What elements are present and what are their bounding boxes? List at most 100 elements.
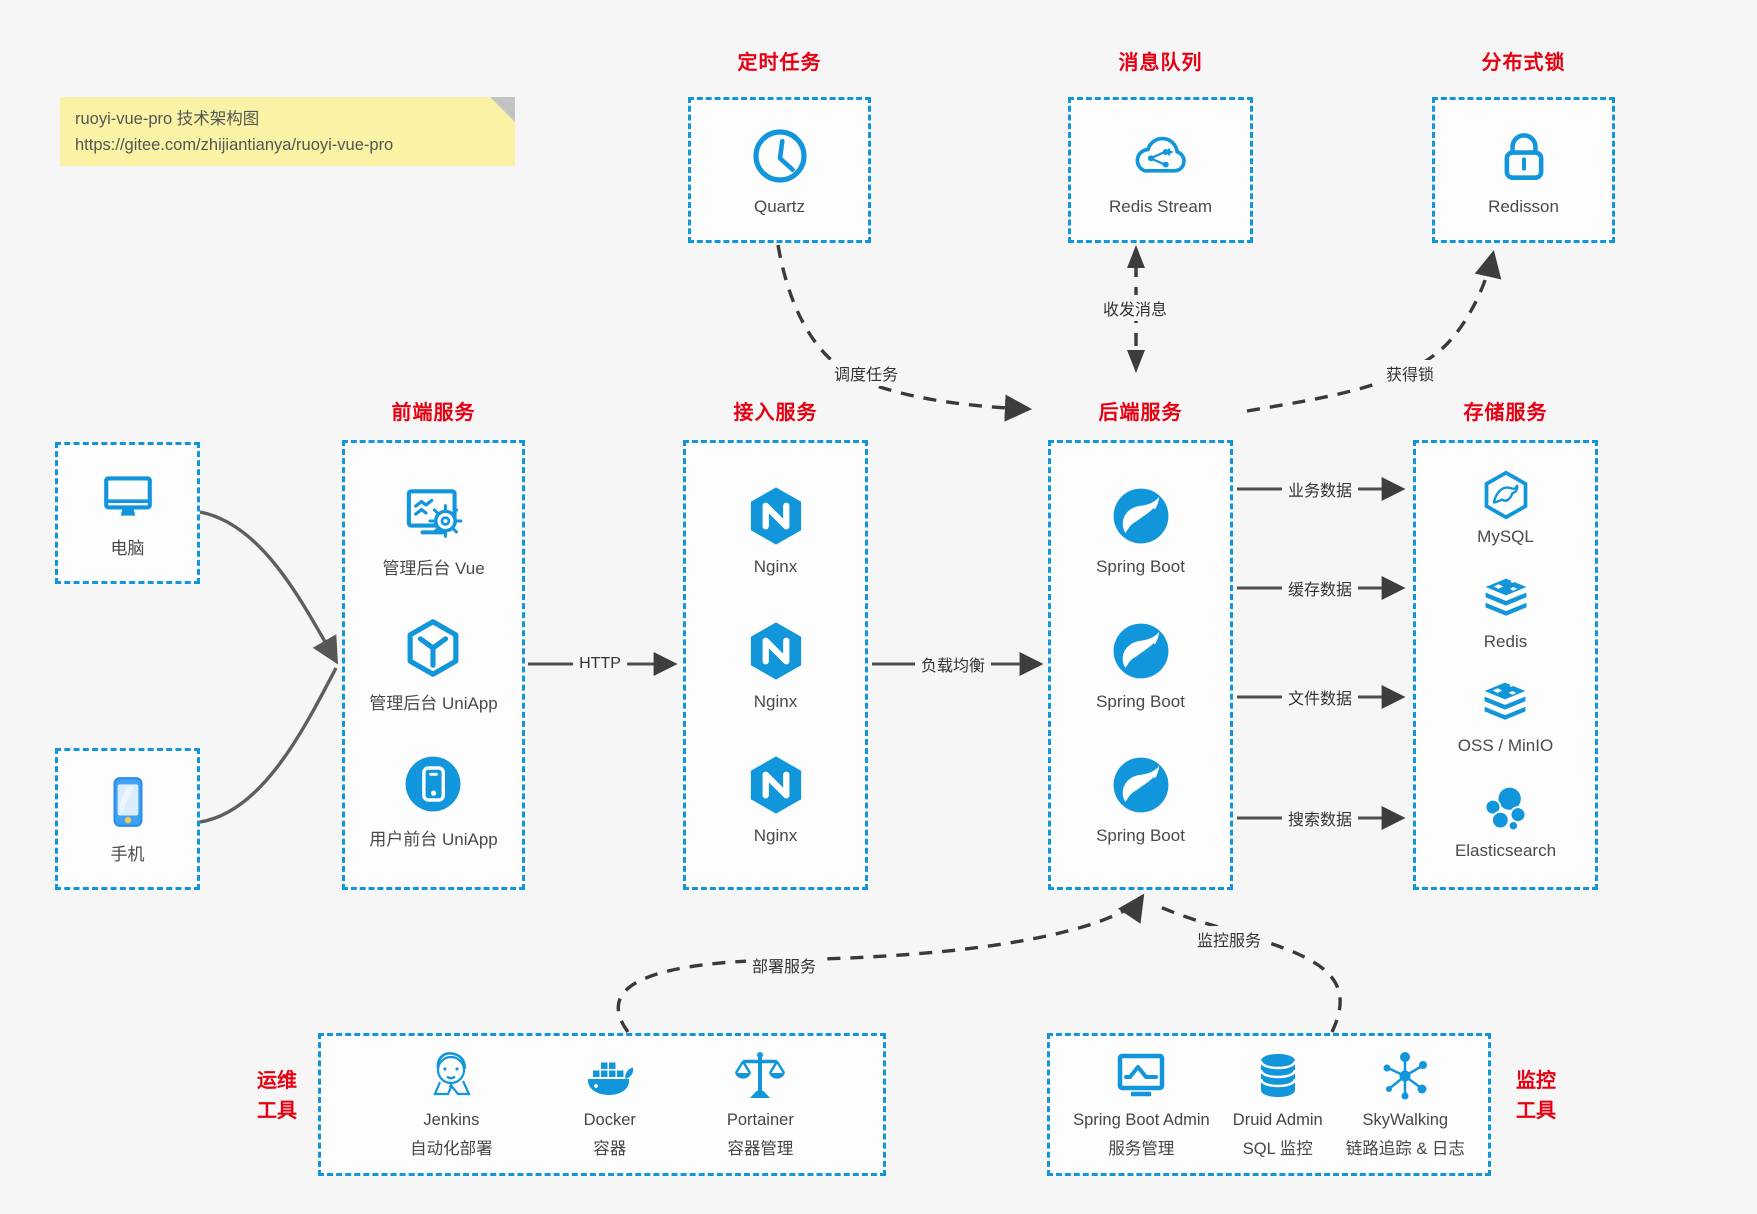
ops-tools-box: Jenkins 自动化部署 Docker 容器 Portainer 容器管理 bbox=[318, 1033, 886, 1176]
group-title-access: 接入服务 bbox=[733, 402, 818, 424]
node-spring-boot-admin: Spring Boot Admin 服务管理 bbox=[1073, 1048, 1210, 1160]
edge-label-business-data: 业务数据 bbox=[1281, 476, 1359, 502]
node-label: MySQL bbox=[1477, 527, 1534, 547]
node-label: 管理后台 UniApp bbox=[369, 694, 498, 713]
node-label: Spring Boot bbox=[1096, 825, 1185, 845]
monitoring-title-line1: 监控 bbox=[1516, 1070, 1556, 1092]
edge-acquire-lock bbox=[1246, 250, 1502, 413]
node-name: Spring Boot Admin bbox=[1073, 1111, 1210, 1130]
cloud-stream-icon bbox=[1128, 124, 1192, 188]
node-mysql: MySQL bbox=[1477, 469, 1534, 547]
edge-messages-arrow-up bbox=[1127, 245, 1145, 268]
node-spring-boot-1: Spring Boot bbox=[1096, 484, 1185, 577]
node-label: 电脑 bbox=[110, 539, 145, 558]
node-desc: SQL 监控 bbox=[1242, 1139, 1313, 1158]
edge-label-messages: 收发消息 bbox=[1096, 295, 1174, 321]
client-phone-box: 手机 bbox=[55, 748, 200, 890]
node-redisson: Redisson bbox=[1488, 124, 1559, 217]
uniapp-cube-icon bbox=[401, 616, 465, 680]
client-computer-box: 电脑 bbox=[55, 442, 200, 584]
node-admin-uniapp: 管理后台 UniApp bbox=[369, 616, 498, 714]
admin-vue-icon bbox=[402, 481, 466, 545]
clock-icon bbox=[748, 124, 812, 188]
elasticsearch-icon bbox=[1479, 783, 1531, 835]
node-spring-boot-2: Spring Boot bbox=[1096, 619, 1185, 712]
node-label: Quartz bbox=[753, 196, 806, 216]
nginx-icon bbox=[744, 619, 808, 683]
node-nginx-2: Nginx bbox=[744, 619, 808, 712]
node-label: Nginx bbox=[753, 825, 798, 845]
node-label: Redis bbox=[1483, 631, 1528, 651]
spring-boot-icon bbox=[1109, 619, 1173, 683]
node-nginx-1: Nginx bbox=[744, 484, 808, 577]
edge-phone-to-frontend bbox=[199, 667, 338, 824]
jenkins-icon bbox=[423, 1048, 479, 1104]
node-name: Docker bbox=[583, 1111, 636, 1130]
edge-label-acquire-lock: 获得锁 bbox=[1379, 360, 1441, 386]
spring-boot-icon bbox=[1109, 753, 1173, 817]
group-title-monitoring-tools: 监控 工具 bbox=[1499, 1066, 1573, 1126]
node-label: Redis Stream bbox=[1109, 196, 1212, 216]
node-phone: 手机 bbox=[99, 773, 157, 865]
node-desc: 容器 bbox=[593, 1139, 627, 1158]
spring-boot-icon bbox=[1109, 484, 1173, 548]
edge-label-deploy-service: 部署服务 bbox=[745, 952, 823, 978]
node-user-uniapp: 用户前台 UniApp bbox=[369, 752, 498, 850]
note-title: ruoyi-vue-pro 技术架构图 bbox=[75, 110, 260, 128]
node-skywalking: SkyWalking 链路追踪 & 日志 bbox=[1346, 1048, 1465, 1160]
node-computer: 电脑 bbox=[99, 467, 157, 559]
group-title-message-queue: 消息队列 bbox=[1118, 52, 1203, 74]
sticky-note: ruoyi-vue-pro 技术架构图 https://gitee.com/zh… bbox=[60, 97, 515, 166]
smartphone-icon bbox=[99, 773, 157, 831]
node-label: 用户前台 UniApp bbox=[369, 829, 498, 849]
nginx-icon bbox=[744, 753, 808, 817]
distributed-lock-box: Redisson bbox=[1432, 97, 1615, 243]
edge-messages-arrow-down bbox=[1127, 350, 1145, 373]
edge-label-file-data: 文件数据 bbox=[1281, 684, 1359, 710]
node-desc: 服务管理 bbox=[1108, 1139, 1175, 1158]
node-druid-admin: Druid Admin SQL 监控 bbox=[1233, 1048, 1323, 1160]
message-queue-box: Redis Stream bbox=[1068, 97, 1253, 243]
backend-services-box: Spring Boot Spring Boot Spring Boot bbox=[1048, 440, 1233, 890]
node-admin-vue: 管理后台 Vue bbox=[382, 481, 485, 579]
node-name: Druid Admin bbox=[1232, 1111, 1323, 1130]
node-desc: 自动化部署 bbox=[410, 1139, 493, 1158]
user-app-icon bbox=[401, 752, 465, 816]
node-nginx-3: Nginx bbox=[744, 753, 808, 846]
node-name: Portainer bbox=[726, 1111, 794, 1130]
edge-label-load-balance: 负载均衡 bbox=[914, 651, 992, 677]
lock-icon bbox=[1492, 124, 1556, 188]
edge-label-search-data: 搜索数据 bbox=[1281, 805, 1359, 831]
edge-label-http: HTTP bbox=[573, 654, 627, 674]
access-services-box: Nginx Nginx Nginx bbox=[683, 440, 868, 890]
group-title-ops-tools: 运维 工具 bbox=[244, 1066, 310, 1126]
node-quartz: Quartz bbox=[748, 124, 812, 217]
node-desc: 链路追踪 & 日志 bbox=[1345, 1139, 1465, 1158]
druid-database-icon bbox=[1250, 1048, 1306, 1104]
spring-boot-admin-icon bbox=[1113, 1048, 1169, 1104]
node-jenkins: Jenkins 自动化部署 bbox=[410, 1048, 493, 1160]
skywalking-icon bbox=[1377, 1048, 1433, 1104]
edge-monitor-service bbox=[1157, 904, 1342, 1033]
monitoring-title-line2: 工具 bbox=[1516, 1100, 1556, 1122]
node-redis-stream: Redis Stream bbox=[1109, 124, 1212, 217]
edge-label-schedule-task: 调度任务 bbox=[827, 360, 905, 386]
node-label: 手机 bbox=[110, 845, 145, 864]
group-title-storage: 存储服务 bbox=[1463, 402, 1548, 424]
oss-minio-icon bbox=[1479, 678, 1531, 730]
node-label: OSS / MinIO bbox=[1457, 736, 1554, 756]
mysql-icon bbox=[1480, 469, 1532, 521]
node-label: Nginx bbox=[753, 691, 798, 711]
node-portainer: Portainer 容器管理 bbox=[727, 1048, 794, 1160]
node-label: Nginx bbox=[753, 557, 798, 577]
node-elasticsearch: Elasticsearch bbox=[1455, 783, 1556, 861]
ops-title-line2: 工具 bbox=[257, 1100, 297, 1122]
node-docker: Docker 容器 bbox=[582, 1048, 638, 1160]
edge-deploy-service bbox=[616, 893, 1145, 1034]
node-name: SkyWalking bbox=[1362, 1111, 1449, 1130]
node-label: Elasticsearch bbox=[1454, 840, 1557, 860]
group-title-frontend: 前端服务 bbox=[391, 402, 476, 424]
group-title-distributed-lock: 分布式锁 bbox=[1481, 52, 1566, 74]
group-title-backend: 后端服务 bbox=[1098, 402, 1183, 424]
